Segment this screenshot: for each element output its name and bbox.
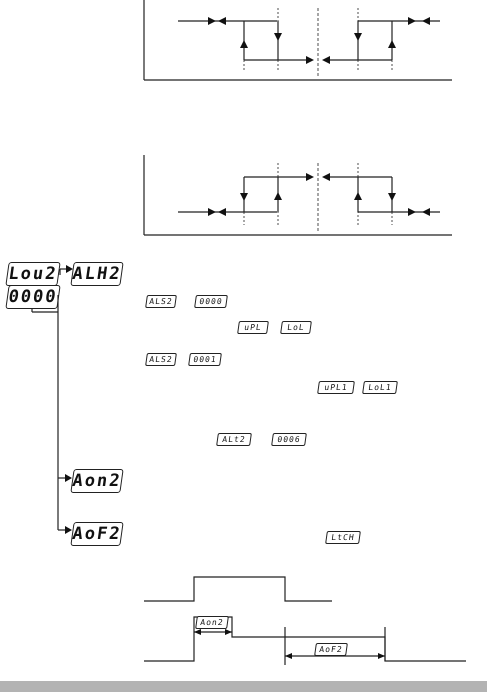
code-alt2: ALt2 — [216, 433, 252, 446]
hysteresis-diagram-top — [143, 0, 452, 81]
code-als2-b: ALS2 — [145, 353, 177, 366]
timing-aof2-label: AoF2 — [314, 643, 348, 656]
code-lol: LoL — [280, 321, 312, 334]
code-lol1: LoL1 — [362, 381, 398, 394]
code-0001: 0001 — [188, 353, 222, 366]
alh2-display[interactable]: ALH2 — [70, 262, 124, 286]
aof2-display[interactable]: AoF2 — [70, 522, 124, 546]
timing-aon2-label: Aon2 — [195, 616, 229, 629]
code-upl: uPL — [237, 321, 269, 334]
code-0006: 0006 — [271, 433, 307, 446]
page-footer-bar — [0, 681, 487, 692]
code-upl1: uPL1 — [317, 381, 355, 394]
code-als2-a: ALS2 — [145, 295, 177, 308]
code-ltch: LtCH — [325, 531, 361, 544]
hysteresis-diagram-middle — [143, 155, 452, 236]
timing-diagram — [144, 576, 466, 665]
code-0000: 0000 — [194, 295, 228, 308]
aon2-display[interactable]: Aon2 — [70, 469, 124, 493]
menu-tree-connectors — [31, 265, 73, 534]
